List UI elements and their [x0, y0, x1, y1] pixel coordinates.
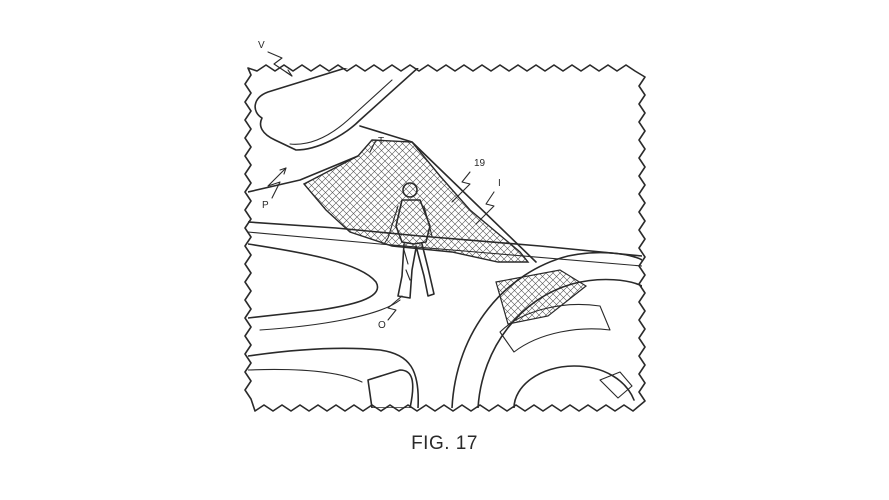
label-t-group: T — [369, 136, 384, 153]
door-trim — [248, 368, 363, 383]
pillar-outer-edge — [359, 125, 537, 263]
sun-visor — [254, 68, 419, 151]
pedestrian-object — [383, 182, 435, 299]
figure-caption: FIG. 17 — [411, 433, 478, 454]
label-p-group: P — [262, 167, 287, 211]
dashboard-vent — [367, 369, 414, 408]
horizon-line-upper — [248, 221, 642, 257]
label-o: O — [378, 320, 386, 331]
label-v-group: V — [258, 40, 293, 77]
pillar-inner-edge — [248, 155, 359, 193]
road-curve — [248, 243, 379, 319]
label-v: V — [258, 40, 265, 51]
steering-spoke — [599, 371, 633, 399]
label-i: I — [498, 178, 501, 189]
label-t: T — [378, 136, 384, 147]
frame-border — [244, 64, 646, 412]
steering-wheel-outer — [451, 251, 642, 408]
visor-inner-edge — [289, 79, 393, 145]
label-o-group: O — [378, 295, 403, 331]
label-19: 19 — [474, 158, 486, 169]
label-p: P — [262, 200, 269, 211]
steering-wheel-hub — [513, 365, 635, 408]
steering-wheel-inner — [477, 278, 642, 408]
label-i-group: I — [475, 178, 501, 225]
dashboard — [248, 347, 420, 408]
pillar-display-hatch — [302, 139, 530, 263]
horizon-line-lower — [248, 231, 642, 267]
gauge-cluster — [499, 303, 611, 353]
label-19-group: 19 — [451, 158, 486, 203]
